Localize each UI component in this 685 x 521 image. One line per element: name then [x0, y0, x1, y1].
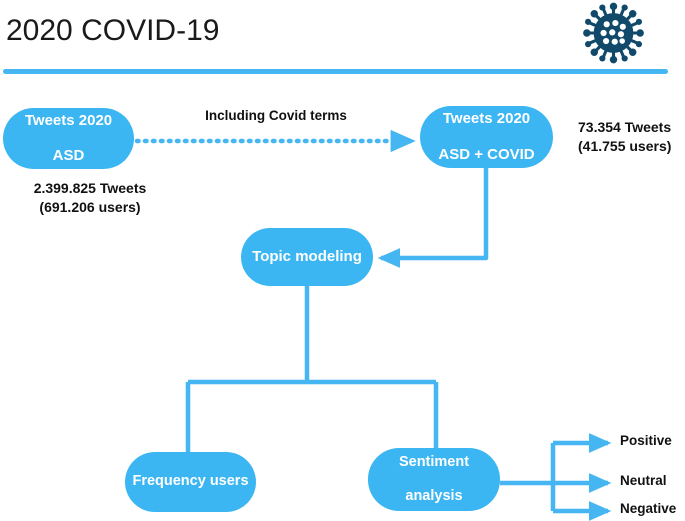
- node-sentiment-analysis-line2: analysis: [405, 488, 463, 505]
- coronavirus-icon: [583, 2, 644, 64]
- node-sentiment-analysis-line1: Sentiment: [398, 453, 470, 470]
- node-tweets-asd-covid[interactable]: Tweets 2020 ASD + COVID: [420, 106, 553, 168]
- node-sentiment-analysis-label: Sentiment analysis: [368, 454, 500, 505]
- node-tweets-asd-line2: ASD: [52, 147, 85, 165]
- stat-tweets-asd-covid-line1: 73.354 Tweets: [578, 119, 672, 135]
- node-tweets-asd-covid-line1: Tweets 2020: [442, 110, 531, 128]
- stat-tweets-asd-line1: 2.399.825 Tweets: [33, 180, 147, 196]
- node-frequency-users-label: Frequency users: [132, 473, 249, 490]
- stat-tweets-asd-covid-line2: (41.755 users): [578, 138, 672, 154]
- label-neutral: Neutral: [620, 473, 667, 488]
- stat-tweets-asd-covid: 73.354 Tweets (41.755 users): [578, 118, 671, 156]
- node-tweets-asd-covid-line2: ASD + COVID: [438, 145, 535, 163]
- node-frequency-users[interactable]: Frequency users: [125, 452, 256, 512]
- label-negative: Negative: [620, 501, 677, 516]
- edge-topic-to-children: [185, 286, 439, 455]
- node-tweets-asd-label: Tweets 2020 ASD: [3, 112, 134, 165]
- edge-covid-to-topic: [377, 168, 489, 268]
- stat-tweets-asd: 2.399.825 Tweets (691.206 users): [14, 179, 166, 217]
- edge-label-including-covid-terms: Including Covid terms: [205, 108, 347, 123]
- node-topic-modeling-label: Topic modeling: [252, 248, 362, 266]
- label-positive: Positive: [620, 433, 672, 448]
- node-sentiment-analysis[interactable]: Sentiment analysis: [368, 448, 500, 511]
- header-divider: [3, 69, 668, 74]
- stat-tweets-asd-line2: (691.206 users): [39, 199, 141, 215]
- node-tweets-asd-line1: Tweets 2020: [24, 111, 113, 129]
- node-tweets-asd-covid-label: Tweets 2020 ASD + COVID: [420, 110, 553, 163]
- node-tweets-asd[interactable]: Tweets 2020 ASD: [3, 108, 134, 169]
- node-topic-modeling[interactable]: Topic modeling: [241, 228, 373, 286]
- page-title: 2020 COVID-19: [6, 14, 220, 47]
